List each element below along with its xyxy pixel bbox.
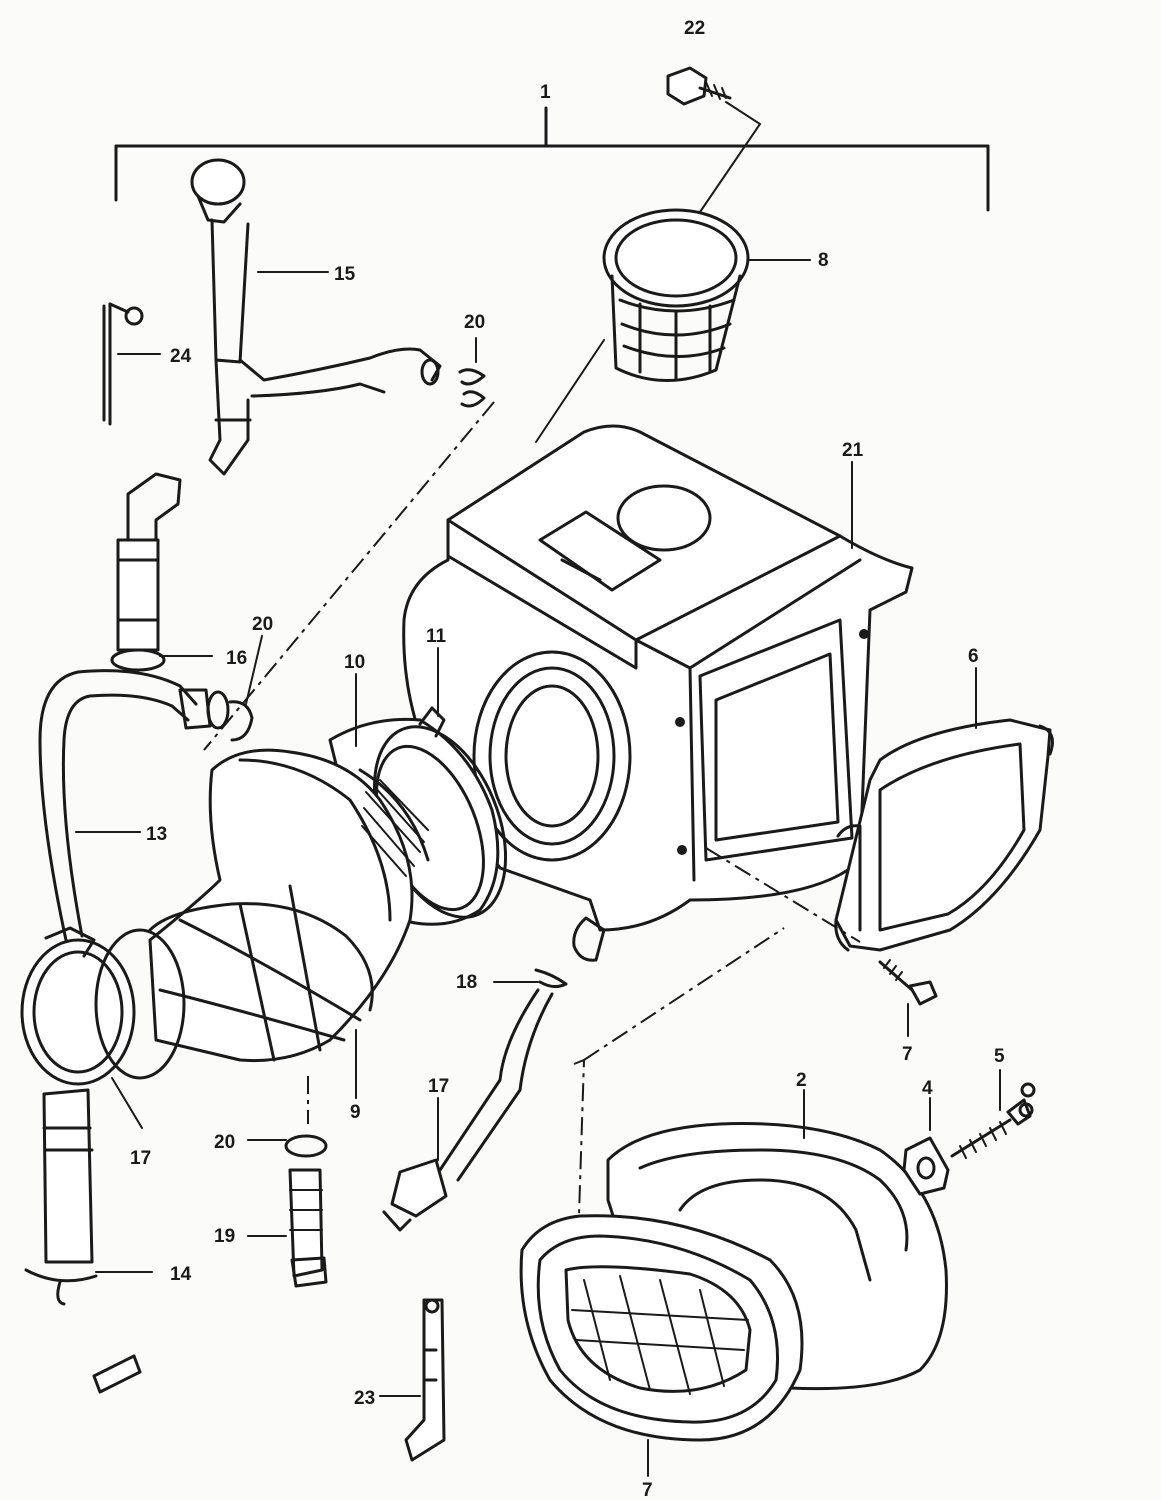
callout-5: 5: [994, 1046, 1005, 1067]
callout-17-clamp: 17: [130, 1148, 151, 1169]
breather-pipe-16: [110, 472, 263, 742]
callout-13: 13: [146, 824, 167, 845]
callout-4: 4: [922, 1078, 933, 1099]
callout-labels: 1 2 4 5 6 7 7 8 9 10 11 13 14 15 16 17 1…: [130, 18, 1005, 1500]
callout-10: 10: [344, 652, 365, 673]
assembly-bracket: [114, 106, 990, 212]
callout-20-middle: 20: [252, 614, 273, 635]
callout-2: 2: [796, 1070, 807, 1091]
callout-9: 9: [350, 1102, 361, 1123]
callout-17-hose: 17: [428, 1076, 449, 1097]
callout-1: 1: [540, 82, 551, 103]
drain-hose-17: [382, 968, 568, 1232]
drain-plug-19: [247, 1134, 328, 1288]
hose-clamp-17: [20, 926, 186, 1129]
callout-21: 21: [842, 440, 864, 461]
intake-duct-9: [148, 748, 430, 1099]
wing-bolt-5: [950, 1069, 1036, 1159]
callout-20-upper: 20: [464, 312, 485, 333]
callout-7-cage: 7: [642, 1480, 653, 1500]
strap-24: [102, 302, 161, 426]
callout-22: 22: [684, 18, 705, 39]
callout-16: 16: [226, 648, 247, 669]
intake-funnel-8: [535, 208, 811, 443]
duct-clamp-10: [328, 647, 508, 926]
filter-cage-7: [519, 1214, 804, 1477]
callout-14: 14: [170, 1264, 192, 1285]
side-cover-6: [834, 667, 1054, 952]
callout-15: 15: [334, 264, 356, 285]
screw-7: [878, 959, 938, 1037]
callout-24: 24: [170, 346, 192, 367]
callout-20-lower: 20: [214, 1132, 235, 1153]
callout-7-screw: 7: [902, 1044, 913, 1065]
callout-8: 8: [818, 250, 829, 271]
callout-23: 23: [354, 1388, 375, 1409]
front-arrow-icon: [92, 1354, 142, 1394]
washer-4: [902, 1097, 950, 1196]
drain-hose-14: [24, 1088, 153, 1306]
bracket-23: [379, 1298, 446, 1462]
callout-19: 19: [214, 1226, 235, 1247]
drain-hose-13: [38, 669, 198, 942]
air-cleaner-case-21: [402, 424, 914, 962]
clip-20-upper: [458, 337, 486, 408]
bolt-22: [666, 66, 762, 213]
callout-6: 6: [968, 646, 979, 667]
breather-hose-15: [190, 158, 442, 476]
callout-11: 11: [426, 626, 447, 647]
callout-18: 18: [456, 972, 477, 993]
